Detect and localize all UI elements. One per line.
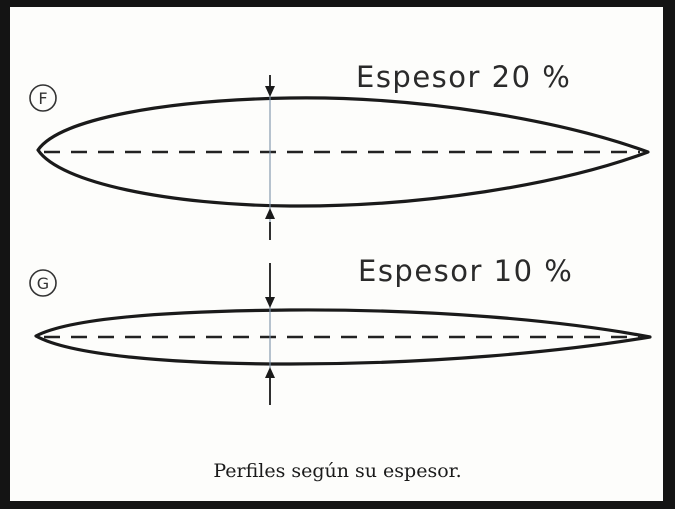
profile-f-letter: F <box>38 89 47 108</box>
profile-g-letter: G <box>37 274 49 293</box>
profile-f-bottom-arrow <box>265 208 275 240</box>
profile-f-outline <box>36 96 650 208</box>
profile-f-letter-ring <box>29 84 57 112</box>
profile-g-outline <box>34 308 652 366</box>
profile-f-title: Espesor 20 % <box>356 60 571 94</box>
profile-g-letter-ring <box>29 269 57 297</box>
figure-caption: Perfiles según su espesor. <box>213 460 462 482</box>
profile-g: G Espesor 10 % <box>29 254 652 405</box>
profile-f: F Espesor 20 % <box>29 60 650 240</box>
profile-g-title: Espesor 10 % <box>358 254 573 288</box>
profile-g-top-arrow <box>265 263 275 308</box>
profile-g-bottom-arrow <box>265 367 275 405</box>
profile-f-top-arrow <box>265 75 275 97</box>
